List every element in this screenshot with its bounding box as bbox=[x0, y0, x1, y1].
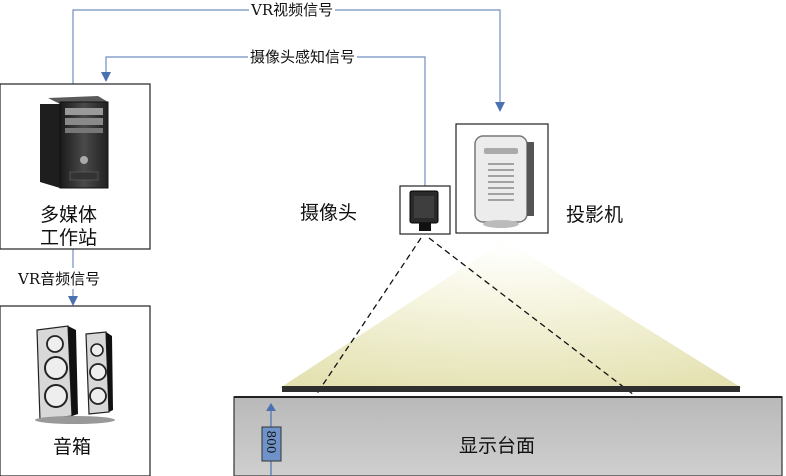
vr-video-signal-label: VR视频信号 bbox=[249, 0, 336, 20]
signal-camera-sense-line bbox=[101, 56, 426, 186]
speakers-box bbox=[0, 305, 151, 476]
workstation-label-line1: 多媒体 bbox=[40, 204, 98, 226]
projector-label: 投影机 bbox=[566, 204, 624, 226]
pc-tower-icon bbox=[40, 96, 109, 189]
speakers-label: 音箱 bbox=[53, 436, 92, 458]
workstation-box bbox=[0, 83, 151, 250]
camera-label: 摄像头 bbox=[300, 202, 358, 224]
workstation-label-line2: 工作站 bbox=[40, 227, 98, 249]
camera-box bbox=[399, 185, 451, 235]
camera-view-lines bbox=[315, 237, 635, 396]
camera-sense-signal-label: 摄像头感知信号 bbox=[248, 46, 358, 67]
display-table bbox=[233, 386, 783, 476]
projector-box bbox=[455, 123, 549, 234]
speaker-icon bbox=[35, 325, 115, 424]
height-dimension bbox=[261, 403, 282, 476]
camera-icon bbox=[409, 190, 439, 231]
table-height-value: 800 bbox=[264, 430, 278, 454]
display-table-label: 显示台面 bbox=[459, 435, 536, 457]
projector-icon bbox=[474, 135, 534, 228]
vr-audio-signal-label: VR音频信号 bbox=[16, 268, 103, 289]
projection-light-cone bbox=[280, 240, 742, 388]
